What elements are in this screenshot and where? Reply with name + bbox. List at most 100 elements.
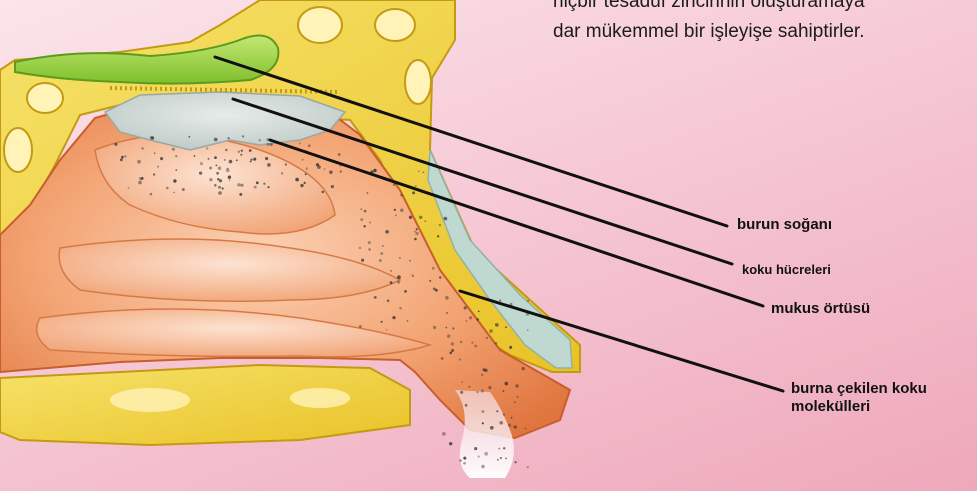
odor-molecule-dot <box>120 158 123 161</box>
odor-molecule-dot <box>382 245 384 247</box>
odor-molecule-dot <box>478 311 480 313</box>
odor-molecule-dot <box>445 296 449 300</box>
odor-molecule-dot <box>138 181 142 185</box>
odor-molecule-dot <box>484 452 488 456</box>
odor-molecule-dot <box>199 172 202 175</box>
odor-molecule-dot <box>481 465 485 469</box>
label-mucus-layer: mukus örtüsü <box>771 300 870 317</box>
odor-molecule-dot <box>400 209 403 212</box>
odor-molecule-dot <box>259 139 261 141</box>
odor-molecule-dot <box>200 162 203 165</box>
odor-molecule-dot <box>424 220 426 222</box>
odor-molecule-dot <box>363 225 365 227</box>
odor-molecule-dot <box>414 231 416 233</box>
odor-molecule-dot <box>514 425 517 428</box>
odor-molecule-dot <box>218 186 221 189</box>
odor-molecule-dot <box>395 215 397 217</box>
odor-molecule-dot <box>386 329 388 331</box>
odor-molecule-dot <box>525 428 527 430</box>
odor-molecule-dot <box>451 349 454 352</box>
odor-molecule-dot <box>114 143 117 146</box>
odor-molecule-dot <box>239 193 242 196</box>
odor-molecule-dot <box>305 173 307 175</box>
odor-molecule-dot <box>390 281 393 284</box>
odor-molecule-dot <box>508 424 511 427</box>
odor-molecule-dot <box>517 396 519 398</box>
odor-molecule-dot <box>157 166 159 168</box>
odor-molecule-dot <box>340 170 342 172</box>
odor-molecule-dot <box>124 155 126 157</box>
odor-molecule-dot <box>505 326 507 328</box>
odor-molecule-dot <box>141 147 144 150</box>
odor-molecule-dot <box>500 457 502 459</box>
odor-molecule-dot <box>482 422 484 424</box>
odor-molecule-dot <box>483 368 486 371</box>
odor-molecule-dot <box>249 149 252 152</box>
odor-molecule-dot <box>154 152 156 154</box>
odor-molecule-dot <box>175 155 177 157</box>
odor-molecule-dot <box>409 216 412 219</box>
odor-molecule-dot <box>267 143 270 146</box>
odor-molecule-dot <box>302 159 304 161</box>
odor-molecule-dot <box>219 179 222 182</box>
odor-molecule-dot <box>322 191 324 193</box>
odor-molecule-dot <box>509 346 512 349</box>
odor-molecule-dot <box>441 357 444 360</box>
odor-molecule-dot <box>236 159 238 161</box>
odor-molecule-dot <box>222 187 224 189</box>
odor-molecule-dot <box>121 156 124 159</box>
odor-molecule-dot <box>437 235 439 237</box>
label-inhaled-molecules-line-2: molekülleri <box>791 398 927 416</box>
intro-line-2: dar mükemmel bir işleyişe sahiptirler. <box>553 17 977 47</box>
odor-molecule-dot <box>250 161 252 163</box>
odor-molecule-dot <box>450 352 453 355</box>
odor-molecule-dot <box>324 168 326 170</box>
odor-molecule-dot <box>374 296 377 299</box>
odor-molecule-dot <box>511 417 513 419</box>
odor-molecule-dot <box>481 374 483 376</box>
odor-molecule-dot <box>400 194 403 197</box>
odor-molecule-dot <box>360 218 363 221</box>
odor-molecule-dot <box>495 323 497 325</box>
intro-line-1: hiçbir tesadüf zincirinin oluşturamaya <box>553 0 977 17</box>
odor-molecule-dot <box>404 290 407 293</box>
odor-molecule-dot <box>460 391 463 394</box>
odor-molecule-dot <box>256 181 259 184</box>
odor-molecule-dot <box>238 151 240 153</box>
odor-molecule-dot <box>150 136 152 138</box>
odor-molecule-dot <box>299 142 301 144</box>
odor-molecule-dot <box>471 342 473 344</box>
odor-molecule-dot <box>497 459 499 461</box>
odor-molecule-dot <box>489 329 492 332</box>
odor-molecule-dot <box>490 426 494 430</box>
odor-molecule-dot <box>466 320 468 322</box>
odor-molecule-dot <box>379 259 382 262</box>
odor-molecule-dot <box>364 210 367 213</box>
odor-molecule-dot <box>397 281 400 284</box>
odor-molecule-dot <box>394 209 396 211</box>
odor-molecule-dot <box>241 150 243 152</box>
odor-molecule-dot <box>481 390 484 393</box>
odor-molecule-dot <box>338 153 341 156</box>
odor-molecule-dot <box>415 232 418 235</box>
odor-molecule-dot <box>446 312 448 314</box>
odor-molecule-dot <box>452 327 454 329</box>
odor-molecule-dot <box>476 318 479 321</box>
odor-molecule-dot <box>451 342 454 345</box>
odor-molecule-dot <box>281 172 283 174</box>
odor-molecule-dot <box>300 184 303 187</box>
odor-molecule-dot <box>465 404 468 407</box>
odor-molecule-dot <box>206 147 208 149</box>
odor-molecule-dot <box>265 157 268 160</box>
odor-molecule-dot <box>263 183 265 185</box>
odor-molecule-dot <box>228 176 231 179</box>
odor-molecule-dot <box>399 307 402 310</box>
odor-molecule-dot <box>476 391 478 393</box>
odor-molecule-dot <box>414 238 417 241</box>
odor-molecule-dot <box>463 462 466 465</box>
odor-molecule-dot <box>182 188 185 191</box>
label-olfactory-cells: koku hücreleri <box>742 262 831 277</box>
odor-molecule-dot <box>224 159 226 161</box>
odor-molecule-dot <box>380 252 383 255</box>
odor-molecule-dot <box>150 193 153 196</box>
